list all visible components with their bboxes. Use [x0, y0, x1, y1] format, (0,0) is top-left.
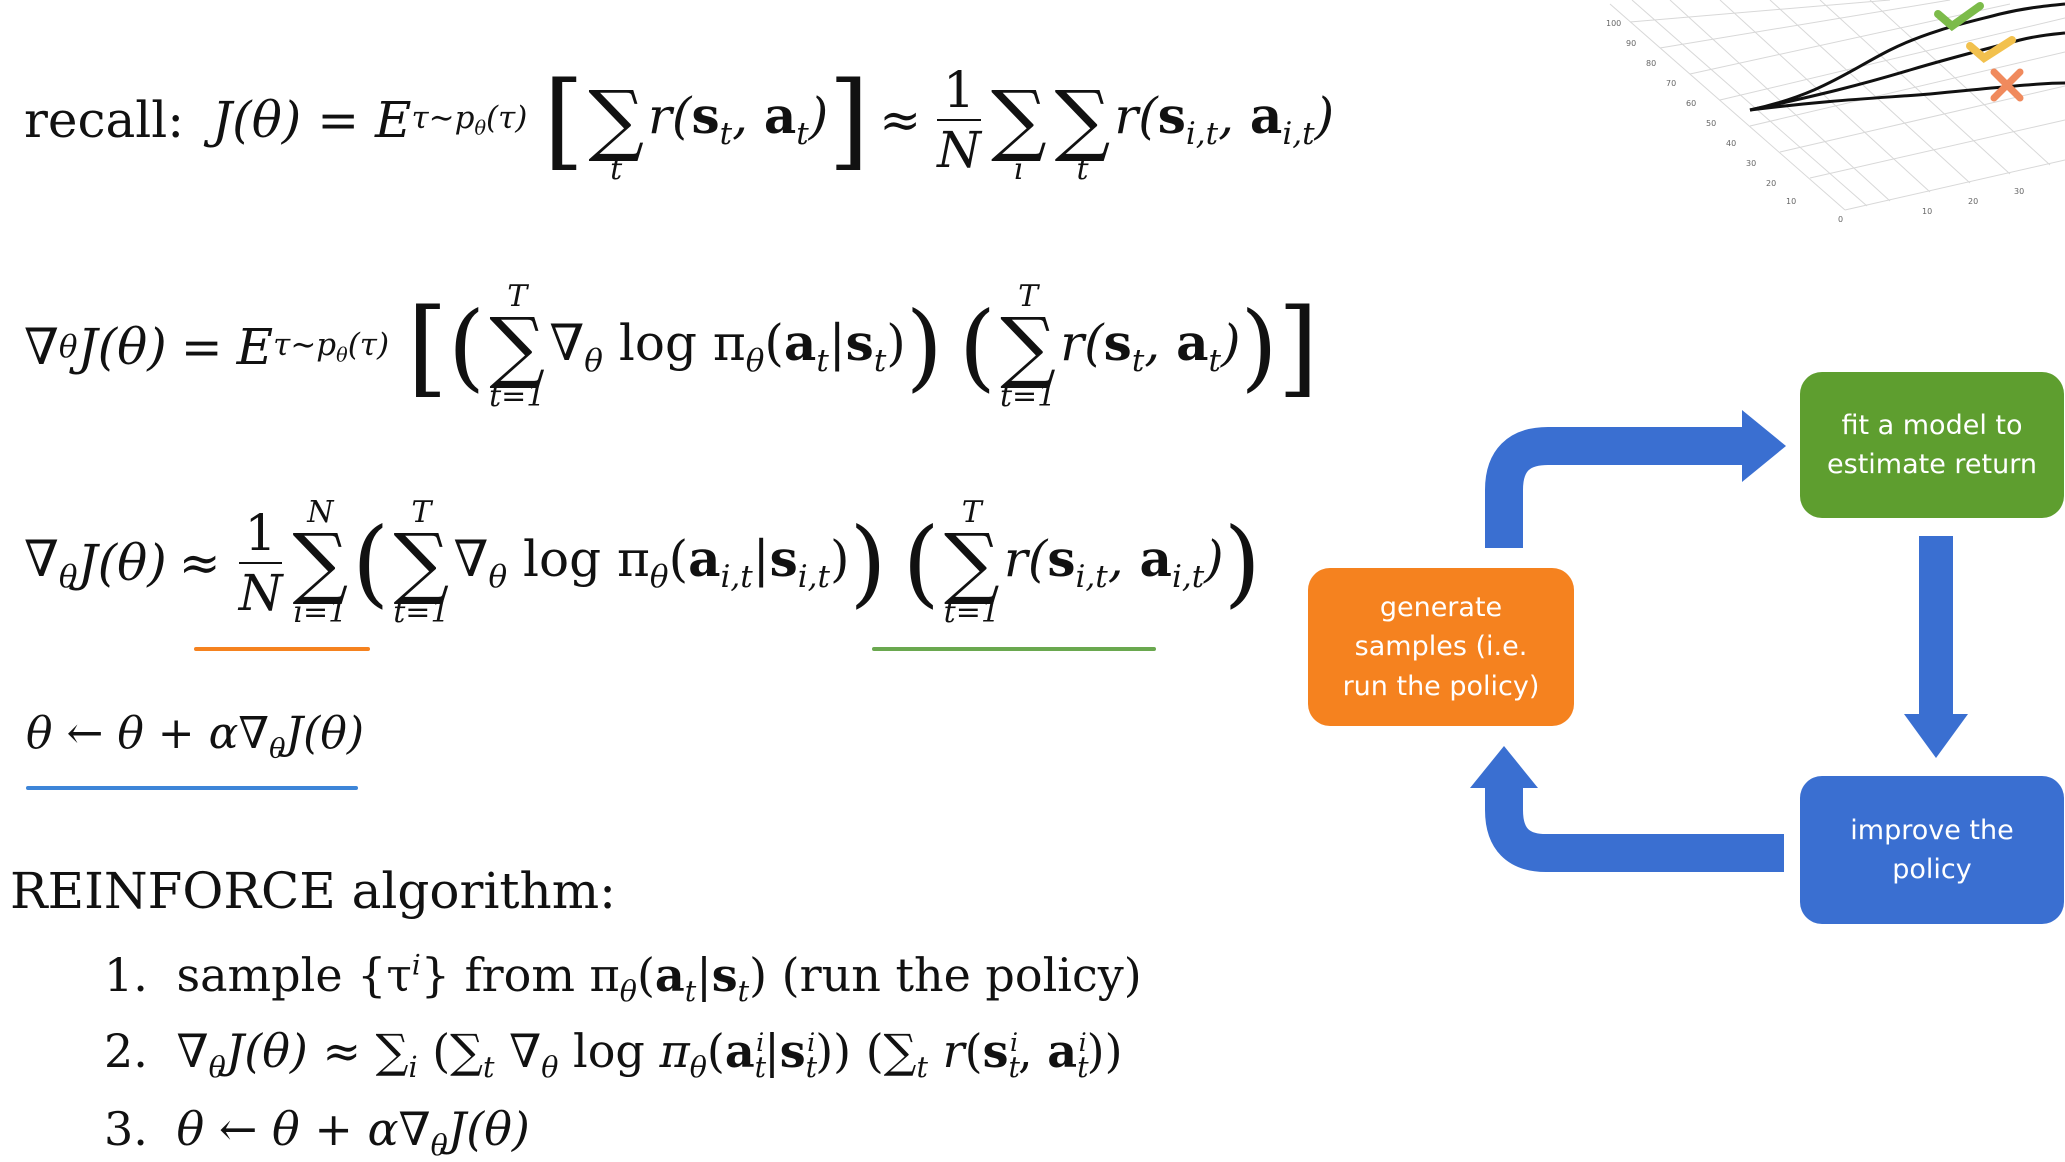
- sum-over-t: ∑t: [588, 74, 645, 188]
- update-j-theta: J(θ): [285, 708, 364, 759]
- step-3-number: 3.: [104, 1102, 148, 1156]
- right-paren-4: ): [1223, 507, 1261, 618]
- sum-over-t-2: ∑t: [1054, 74, 1111, 188]
- grad-log-pi-3: ∇θ log πθ(ai,t|si,t): [453, 528, 850, 595]
- trajectories: [1749, 2, 2065, 112]
- step-2-text: ∇θJ(θ) ≈ ∑i (∑t ∇θ log πθ(ati|sti)) (∑t …: [176, 1024, 1123, 1084]
- check-yellow-icon: [1966, 36, 2016, 63]
- grad-symbol-3: ∇θ: [24, 529, 78, 595]
- sum-t-1-to-T: T∑t=1: [489, 278, 546, 415]
- sum-i-1-to-N: N∑i=1: [292, 494, 349, 631]
- arrow-head-right: [1742, 410, 1786, 482]
- cross-orange-icon: [1990, 68, 2024, 102]
- tick-90: 90: [1626, 39, 1636, 48]
- reinforce-title: REINFORCE algorithm:: [10, 862, 616, 920]
- reinforce-step-2: 2. ∇θJ(θ) ≈ ∑i (∑t ∇θ log πθ(ati|sti)) (…: [104, 1024, 1123, 1084]
- grad-log-pi: ∇θ log πθ(at|st): [549, 312, 906, 379]
- arrow-to-generate: [1485, 786, 1784, 872]
- equation-update-rule: θ ← θ + α∇θJ(θ): [26, 712, 364, 763]
- equals-sign: =: [180, 318, 223, 376]
- left-paren-2: (: [958, 291, 996, 402]
- reward-term: r(st, at): [648, 85, 829, 152]
- plot-left-ticks: 100 90 80 70 60 50 40 30 20 10 0: [1606, 19, 1843, 224]
- right-paren: ): [905, 291, 943, 402]
- plot-grid: [1609, 0, 2065, 211]
- tick-bottom-20: 20: [1968, 197, 1978, 206]
- tick-20: 20: [1766, 179, 1776, 188]
- sum-t-1-to-T-2: T∑t=1: [999, 278, 1057, 415]
- tick-0-left: 0: [1838, 215, 1843, 224]
- trajectory-plot: 100 90 80 70 60 50 40 30 20 10 0 10 20 3…: [1606, 0, 2065, 224]
- recall-label: recall:: [24, 91, 185, 149]
- expectation: E: [236, 318, 274, 376]
- left-bracket: [: [543, 58, 585, 181]
- tick-40: 40: [1726, 139, 1736, 148]
- arrow-to-fit-model: [1485, 427, 1746, 548]
- green-underline: [872, 647, 1156, 651]
- left-paren: (: [448, 291, 486, 402]
- blue-underline: [26, 786, 358, 790]
- tick-100: 100: [1606, 19, 1621, 28]
- tick-bottom-10: 10: [1922, 207, 1932, 216]
- update-lhs: θ ← θ + α∇: [26, 708, 270, 759]
- trajectory-top: [1749, 2, 2065, 112]
- right-bracket-2: ]: [1277, 285, 1319, 408]
- reward-sit-ait: r(si,t, ai,t): [1003, 528, 1224, 595]
- tick-60: 60: [1686, 99, 1696, 108]
- improve-policy-label: improve the policy: [1850, 814, 2014, 885]
- generate-samples-box: generate samples (i.e. run the policy): [1308, 568, 1574, 726]
- tick-70: 70: [1666, 79, 1676, 88]
- tick-30: 30: [1746, 159, 1756, 168]
- left-paren-3: (: [352, 507, 390, 618]
- reward-st-at: r(st, at): [1060, 312, 1241, 379]
- trajectory-mid: [1749, 31, 2065, 112]
- j-theta: J(θ): [77, 318, 167, 376]
- arrow-head-up: [1470, 746, 1538, 788]
- reinforce-step-1: 1. sample {τi} from πθ(at|st) (run the p…: [104, 948, 1142, 1008]
- plot-bottom-ticks: 10 20 30: [1922, 187, 2024, 216]
- approx-sign-3: ≈: [178, 534, 221, 592]
- left-paren-4: (: [902, 507, 940, 618]
- arrow-head-down: [1904, 714, 1968, 758]
- generate-samples-label: generate samples (i.e. run the policy): [1342, 592, 1540, 702]
- sum-t-1-to-T-3: T∑t=1: [393, 494, 450, 631]
- tick-80: 80: [1646, 59, 1656, 68]
- fit-model-box: fit a model to estimate return: [1800, 372, 2064, 518]
- right-bracket: ]: [828, 58, 870, 181]
- sum-over-i: ∑i: [990, 74, 1047, 188]
- approx-sign: ≈: [879, 91, 922, 149]
- trajectory-low: [1749, 81, 2065, 112]
- sum-t-1-to-T-4: T∑t=1: [943, 494, 1000, 631]
- objective-lhs: J(θ) = E: [212, 91, 412, 149]
- equation-objective: recall: J(θ) = E τ∼pθ(τ) [ ∑t r(st, at) …: [24, 40, 1334, 200]
- improve-policy-box: improve the policy: [1800, 776, 2064, 924]
- grad-symbol: ∇: [24, 318, 59, 376]
- check-green-icon: [1934, 2, 1984, 32]
- step-1-number: 1.: [104, 948, 148, 1002]
- j-theta-3: J(θ): [77, 534, 167, 592]
- grad-subscript: θ: [58, 328, 78, 365]
- tick-50: 50: [1706, 119, 1716, 128]
- expectation-subscript: τ∼pθ(τ): [411, 99, 528, 140]
- right-paren-2: ): [1240, 291, 1278, 402]
- reinforce-step-3: 3. θ ← θ + α∇θJ(θ): [104, 1102, 530, 1162]
- left-bracket-2: [: [407, 285, 449, 408]
- right-paren-3: ): [849, 507, 887, 618]
- step-2-number: 2.: [104, 1024, 148, 1078]
- orange-underline: [194, 647, 370, 651]
- step-3-text: θ ← θ + α∇θJ(θ): [176, 1102, 530, 1162]
- tick-10: 10: [1786, 197, 1796, 206]
- expectation-subscript-2: τ∼pθ(τ): [273, 326, 390, 367]
- fit-model-label: fit a model to estimate return: [1827, 409, 2037, 480]
- reward-term-it: r(si,t, ai,t): [1114, 85, 1335, 152]
- step-1-text: sample {τi} from πθ(at|st) (run the poli…: [176, 948, 1142, 1008]
- update-grad-sub: θ: [269, 733, 286, 765]
- tick-bottom-30: 30: [2014, 187, 2024, 196]
